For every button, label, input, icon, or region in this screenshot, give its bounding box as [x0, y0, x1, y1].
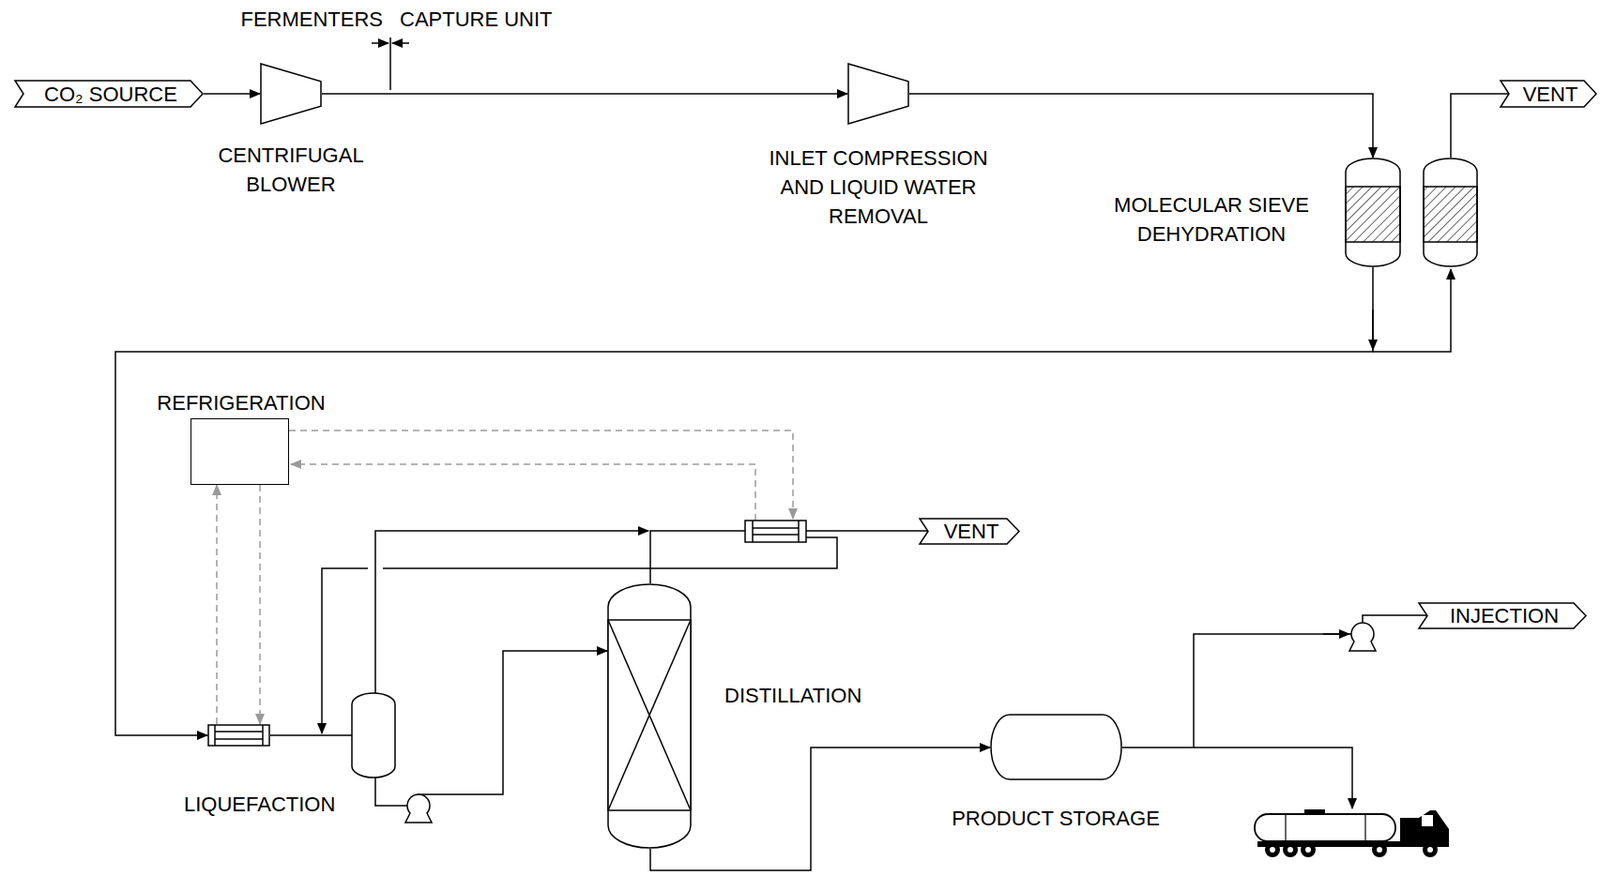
battery-limit-tick — [389, 37, 392, 91]
overhead-condenser — [745, 520, 807, 543]
process-connector — [1122, 615, 1428, 748]
battery-limit-arrow — [371, 42, 389, 45]
truck-cab — [1400, 810, 1449, 848]
refrigerant-lines — [289, 430, 793, 521]
distillation-column: DISTILLATION — [607, 583, 692, 850]
sieve-vessel — [1345, 158, 1401, 267]
equipment-outline — [1344, 157, 1479, 268]
compressor-outline — [260, 63, 321, 124]
equipment-label: MOLECULAR SIEVE DEHYDRATION — [1088, 190, 1335, 249]
compressor-outline — [848, 63, 909, 124]
regeneration-line — [1372, 269, 1451, 352]
refrigerant-connector — [259, 485, 261, 725]
condenser-tube — [751, 520, 754, 543]
process-connector — [115, 267, 1373, 736]
refrigeration-box: REFRIGERATION — [190, 418, 290, 486]
tank-outline — [990, 715, 1122, 780]
compressor-symbol: INLET COMPRESSION AND LIQUID WATER REMOV… — [847, 62, 910, 125]
truck-tank-band — [1364, 814, 1366, 842]
equipment-label: CENTRIFUGAL BLOWER — [187, 140, 395, 199]
equipment-outline — [990, 714, 1123, 781]
truck-wheel — [1264, 842, 1280, 858]
pump-base — [405, 813, 432, 823]
sieve-bed — [1345, 186, 1401, 243]
truck-tank-band — [1284, 814, 1286, 842]
tag-text: INJECTION — [1446, 601, 1559, 631]
truck-hub — [1269, 847, 1276, 854]
dehydration-vessels: MOLECULAR SIEVE DEHYDRATION — [1344, 157, 1479, 268]
condenser-tube — [797, 520, 800, 543]
tag-text: VENT — [1519, 79, 1579, 109]
battery-limit-arrow — [392, 42, 410, 45]
column-shell — [608, 584, 691, 849]
process-lines — [321, 37, 1451, 809]
dry-gas-arrow — [1371, 309, 1374, 351]
area-label: FERMENTERS — [200, 4, 383, 34]
truck-wheel — [1371, 842, 1387, 858]
condenser-tube — [752, 533, 799, 536]
pump-base — [1349, 641, 1376, 652]
packing-cross — [608, 620, 691, 811]
exchanger-outline — [208, 725, 270, 747]
separator-drum — [351, 693, 396, 778]
vent-tag: VENT — [918, 518, 1021, 546]
process-connector — [321, 92, 848, 95]
equipment-outline — [207, 724, 271, 747]
exchanger-tube — [261, 725, 264, 747]
source-tag: CO₂ SOURCE — [14, 79, 204, 108]
truck-window — [1421, 815, 1433, 827]
area-label: CAPTURE UNIT — [399, 4, 607, 34]
process-connector — [650, 747, 991, 871]
equipment-label: LIQUEFACTION — [183, 790, 372, 820]
exchanger-tube — [214, 738, 263, 741]
truck-wheel — [1282, 842, 1298, 858]
equipment-label: REFRIGERATION — [128, 388, 354, 418]
tag-text: VENT — [940, 517, 1000, 547]
condenser-tube — [752, 527, 799, 530]
equipment-outline — [607, 583, 692, 850]
tanker-truck — [1254, 809, 1449, 858]
truck-loading-line — [1193, 747, 1353, 809]
liquefaction-exchanger: LIQUEFACTION — [207, 724, 271, 747]
pump-inlet-arrow — [1323, 633, 1350, 636]
refrigerant-return — [290, 464, 756, 521]
sieve-vessel — [1423, 158, 1478, 267]
truck-hub — [1376, 847, 1383, 854]
truck-hub — [1427, 847, 1433, 854]
exchanger-tube — [213, 725, 216, 747]
truck-wheel — [1422, 842, 1438, 858]
connector-group — [115, 93, 1509, 871]
process-connector — [203, 92, 260, 95]
truck-wheel — [1300, 842, 1316, 858]
exchanger-tube — [214, 731, 263, 733]
truck-hatch — [1304, 809, 1326, 815]
tag-text: CO₂ SOURCE — [40, 79, 178, 109]
truck-hub — [1287, 847, 1294, 854]
vent-tag: VENT — [1499, 79, 1598, 108]
injection-tag: INJECTION — [1417, 602, 1587, 630]
storage-tank: PRODUCT STORAGE — [990, 714, 1123, 781]
equipment-outline — [847, 62, 910, 125]
refrigerant-supply — [289, 430, 793, 519]
equipment-label: DISTILLATION — [724, 681, 931, 711]
column-packing — [608, 620, 691, 811]
process-connector — [1450, 93, 1509, 158]
sieve-bed — [1423, 186, 1478, 243]
equipment-label: INLET COMPRESSION AND LIQUID WATER REMOV… — [746, 143, 1010, 231]
truck-hub — [1305, 847, 1311, 854]
equipment — [351, 520, 1376, 823]
truck-tank — [1254, 814, 1396, 842]
blower-symbol: CENTRIFUGAL BLOWER — [259, 62, 322, 125]
refrigerant-connector — [215, 485, 218, 725]
process-connector — [270, 651, 608, 807]
equipment-outline — [259, 62, 322, 125]
equipment-label: PRODUCT STORAGE — [924, 804, 1188, 834]
packing-cross — [608, 620, 691, 811]
